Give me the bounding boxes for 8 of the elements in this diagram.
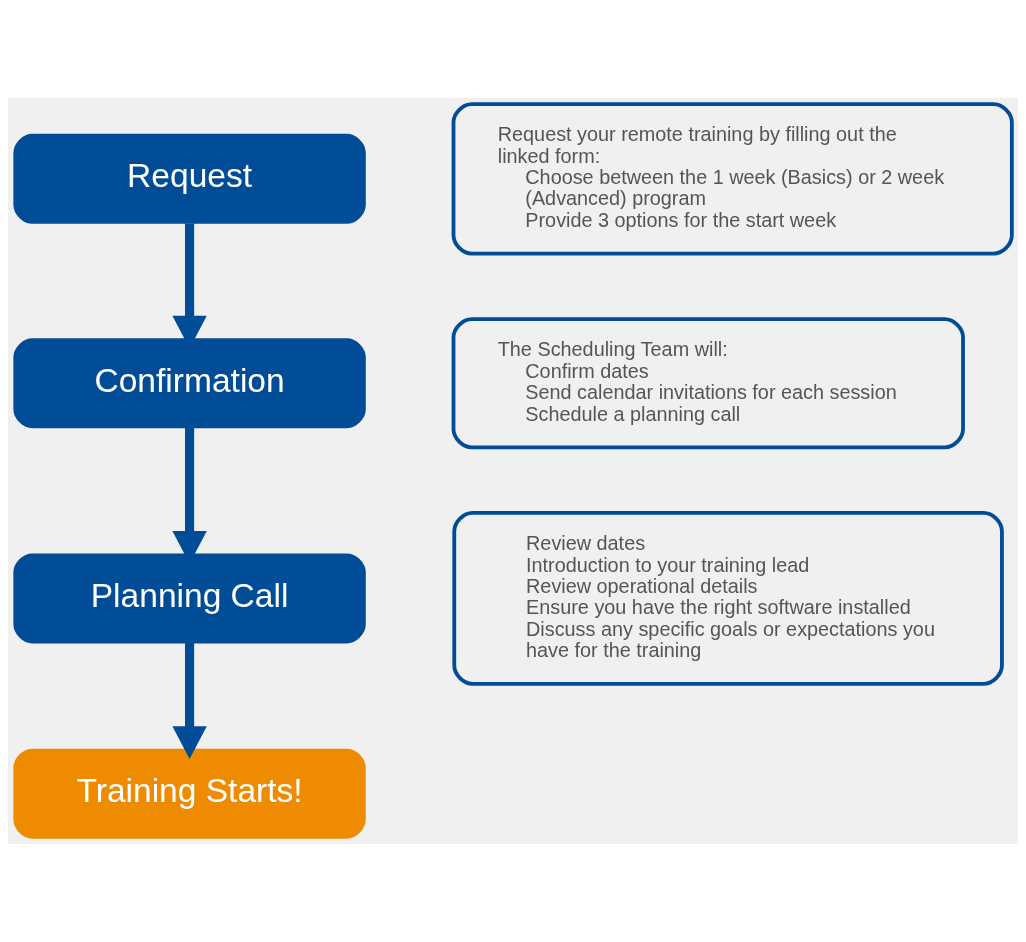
node-box: The Scheduling Team will: Confirm dates Send calendar invitations for each session Schedule a planning call [451,317,965,450]
node-box: Request [13,133,366,224]
arrow [172,643,207,759]
node-box: Training Starts! [13,748,366,839]
node-box: Review dates Introduction to your training lead Review operational details Ensure you have the right software installed Discuss any specific goals or expectations you have for the training [452,511,1004,686]
node-box: Request your remote training by filling out the linked form: Choose between the 1 week (Basics) or 2 week (Advanced) program Provide 3 options for the start week [451,102,1014,256]
node-box: Confirmation [13,338,366,429]
node-box: Planning Call [13,553,366,644]
